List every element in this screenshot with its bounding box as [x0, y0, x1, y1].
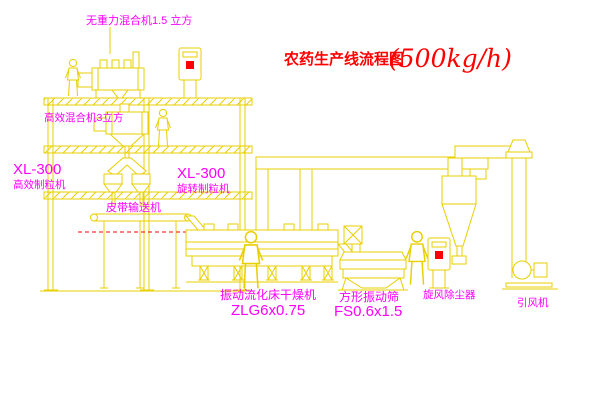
building-frame: [40, 97, 254, 292]
label-granulator-left-name: 高效制粒机: [13, 178, 66, 191]
control-panel-lower: [427, 237, 451, 289]
control-panel-upper: [178, 47, 202, 99]
label-granulator-left-model: XL-300: [13, 161, 61, 178]
label-high-efficiency-mixer: 高效混合机3立方: [44, 111, 123, 124]
label-fluid-bed-dryer-model: ZLG6x0.75: [231, 302, 305, 319]
label-top-mixer: 无重力混合机1.5 立方: [86, 13, 192, 27]
exhaust-duct: [255, 156, 489, 231]
label-fluid-bed-dryer: 振动流化床干燥机: [220, 288, 316, 302]
cyclone-separator: [441, 145, 516, 265]
label-granulator-center-model: XL-300: [177, 165, 225, 182]
vibrating-screen: [336, 225, 408, 291]
label-belt-conveyor: 皮带输送机: [106, 200, 161, 214]
high-efficiency-mixer: [93, 103, 149, 177]
label-induced-draft-fan: 引风机: [517, 296, 549, 309]
label-vibrating-screen-model: FS0.6x1.5: [334, 303, 402, 320]
label-cyclone-dust-collector: 旋风除尘器: [423, 288, 476, 301]
belt-conveyor: [90, 213, 192, 289]
worker-figure: [65, 58, 81, 97]
exhaust-stack: [505, 139, 533, 278]
diagram-title: 农药生产线流程图: [283, 50, 404, 68]
induced-draft-fan: [502, 260, 558, 290]
label-granulator-center-name: 旋转制粒机: [177, 182, 230, 195]
diagram-title-capacity: (500kg/h): [389, 44, 512, 73]
gravity-free-mixer: [77, 27, 145, 99]
label-vibrating-screen: 方形振动筛: [339, 289, 399, 304]
fluid-bed-dryer: [184, 215, 339, 283]
worker-figure: [155, 108, 171, 147]
worker-figure: [405, 230, 429, 286]
rotary-granulator: [103, 173, 151, 206]
